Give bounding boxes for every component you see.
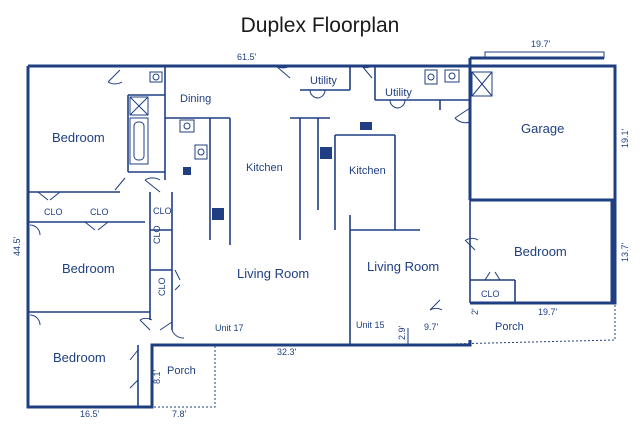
dim-middle-width: 32.3' — [277, 347, 297, 357]
room-label-garage: Garage — [521, 121, 564, 136]
closet-label: CLO — [44, 207, 63, 217]
room-label-bedroom-w: Bedroom — [62, 261, 115, 276]
room-label-living-17: Living Room — [237, 266, 309, 281]
closet-label: CLO — [90, 207, 109, 217]
door-swings — [29, 65, 501, 389]
dim-porch-15-width: 19.7' — [538, 307, 558, 317]
dim-porch-15-inset: 9.7' — [424, 322, 439, 332]
closet-label: CLO — [153, 206, 172, 216]
fixtures — [129, 69, 493, 220]
closet-label: CLO — [157, 277, 167, 296]
unit-label-17: Unit 17 — [215, 323, 244, 333]
room-label-kitchen-17: Kitchen — [246, 162, 283, 174]
room-label-bedroom-sw: Bedroom — [53, 350, 106, 365]
dim-garage-height: 19.1' — [620, 128, 630, 148]
interior-walls — [28, 66, 516, 407]
dim-bottom-left: 16.5' — [80, 409, 100, 419]
room-label-living-15: Living Room — [367, 259, 439, 274]
room-label-porch-17: Porch — [167, 365, 196, 377]
exterior-walls — [26, 51, 617, 409]
porch-15-outline — [407, 303, 616, 346]
unit-label-15: Unit 15 — [356, 320, 385, 330]
dim-left-height: 44.5' — [12, 236, 22, 256]
porch-17-outline — [151, 345, 216, 408]
dim-garage-width: 19.7' — [531, 39, 551, 49]
room-label-porch-15: Porch — [495, 321, 524, 333]
dim-top-width: 61.5' — [237, 52, 257, 62]
dim-porch-17-depth: 8.1' — [152, 369, 162, 384]
dim-porch-15-depth: 2' — [470, 308, 480, 315]
dim-porch-17-width: 7.8' — [172, 409, 187, 419]
closet-label: CLO — [481, 289, 500, 299]
room-label-bedroom-e: Bedroom — [514, 244, 567, 259]
room-label-utility-15: Utility — [385, 87, 412, 99]
plan-title: Duplex Floorplan — [240, 14, 400, 37]
dim-porch-15-side: 2.9' — [397, 325, 407, 340]
room-label-bedroom-nw: Bedroom — [52, 130, 105, 145]
closet-label: CLO — [152, 225, 162, 244]
room-label-dining: Dining — [180, 93, 211, 105]
room-label-kitchen-15: Kitchen — [349, 165, 386, 177]
dim-bedroom-e-height: 13.7' — [620, 242, 630, 262]
room-label-utility-17: Utility — [310, 75, 337, 87]
